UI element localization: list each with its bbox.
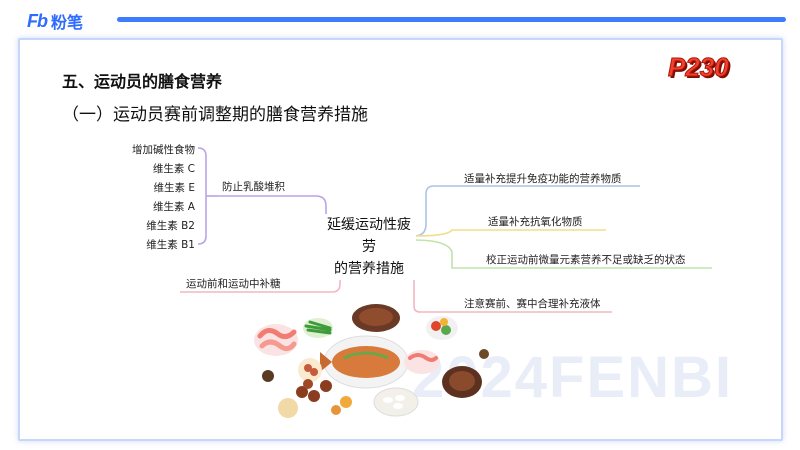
page-badge: P230 [668,52,730,83]
left-item-vitamin-b2: 维生素 B2 [146,220,195,232]
section-title: 五、运动员的膳食营养 [62,72,223,91]
center-node-line2: 的营养措施 [334,261,404,277]
left-item-vitamin-b1: 维生素 B1 [146,239,195,251]
right-item-antioxidant: 适量补充抗氧化物质 [488,216,583,228]
left-item-vitamin-a: 维生素 A [152,201,195,213]
food-illustration [254,304,489,418]
vitamin-bracket [197,147,207,245]
right-item-immune: 适量补充提升免疫功能的营养物质 [464,173,622,185]
right-branch-3 [413,239,712,269]
bottom-left-connector [180,262,341,293]
right-branch-1 [413,185,640,237]
right-branch-2 [413,229,606,237]
right-item-trace-elements: 校正运动前微量元素营养不足或缺乏的状态 [486,254,686,266]
left-group-label: 防止乳酸堆积 [222,181,285,193]
center-node-line1: 延缓运动性疲劳 [327,217,411,255]
brand-mark: Fb [27,10,48,31]
header-divider [117,17,786,22]
label-connector [218,195,327,214]
right-item-fluids: 注意赛前、赛中合理补充液体 [464,298,601,310]
left-item-vitamin-e: 维生素 E [153,182,195,194]
brand-logo: Fb 粉笔 [27,10,84,33]
left-item-alkaline-food: 增加碱性食物 [132,144,195,156]
right-branch-4 [413,244,612,313]
left-item-vitamin-c: 维生素 C [152,163,195,175]
center-node: 延缓运动性疲劳 的营养措施 [322,214,416,280]
subsection-title: （一）运动员赛前调整期的膳食营养措施 [62,105,368,125]
left-bottom-item: 运动前和运动中补糖 [186,278,281,290]
brand-name: 粉笔 [51,13,84,32]
